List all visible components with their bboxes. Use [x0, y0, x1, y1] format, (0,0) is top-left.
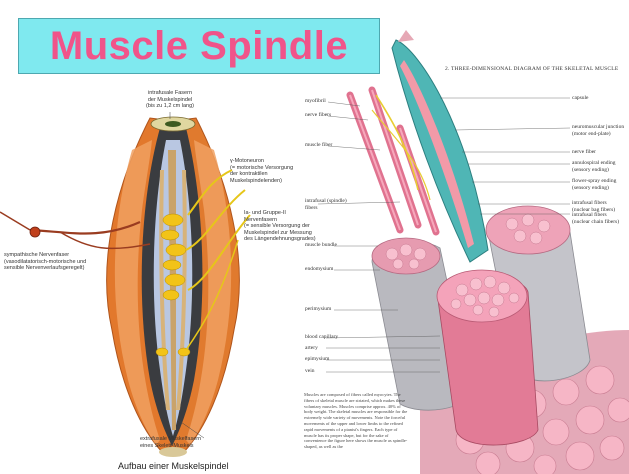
- label-capsule: capsule: [572, 95, 589, 102]
- label-annulospiral-ending: annulospiral ending (sensory ending): [572, 160, 616, 173]
- label-flower-spray-ending: flower-spray ending (sensory ending): [572, 178, 616, 191]
- label-vein: vein: [305, 368, 314, 375]
- label-neuromuscular-junction: neuromuscular junction (motor end-plate): [572, 124, 624, 137]
- label-intrafusal-spindle-fibers: intrafusal (spindle) fibers: [305, 198, 355, 211]
- diagram-header: 2. THREE-DIMENSIONAL DIAGRAM OF THE SKEL…: [445, 66, 618, 72]
- label-perimysium: perimysium: [305, 306, 331, 313]
- label-nerve-fiber-right: nerve fiber: [572, 149, 596, 156]
- label-blood-capillary: blood capillary: [305, 334, 338, 341]
- diagram-body-text: Muscles are composed of fibers called my…: [304, 392, 409, 450]
- label-muscle-bundle: muscle bundle: [305, 242, 337, 249]
- label-muscle-fiber: muscle fiber: [305, 142, 332, 149]
- label-nuclear-chain-fibers: intrafusal fibers (nuclear chain fibers): [572, 212, 619, 225]
- label-endomysium: endomysium: [305, 266, 333, 273]
- label-artery: artery: [305, 345, 318, 352]
- label-nerve-fibers: nerve fibers: [305, 112, 331, 119]
- label-myofibril: myofibril: [305, 98, 326, 105]
- label-epimysium: epimysium: [305, 356, 329, 363]
